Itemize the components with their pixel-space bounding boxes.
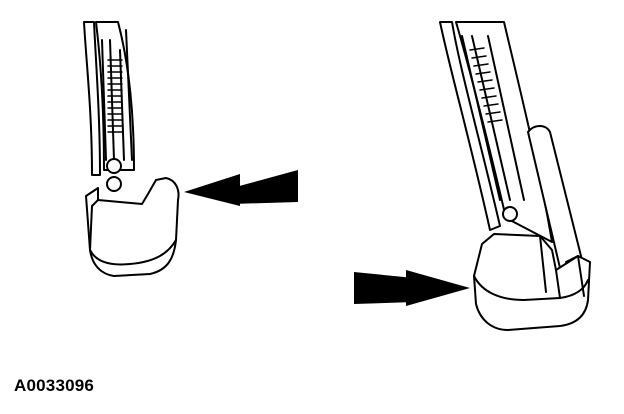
right-spring <box>469 47 503 123</box>
right-view <box>439 21 591 331</box>
right-track-rail <box>439 21 583 269</box>
left-hole-upper <box>106 158 122 174</box>
right-hole <box>502 206 518 222</box>
left-track-rail <box>83 21 135 176</box>
figure-reference-code: A0033096 <box>14 376 95 395</box>
left-hole-lower <box>106 176 122 192</box>
arrow-left-icon <box>184 170 298 206</box>
left-end-cover <box>85 177 180 277</box>
left-view <box>83 21 180 277</box>
arrow-right-icon <box>354 270 470 306</box>
left-spring <box>107 59 123 133</box>
right-end-cover <box>473 233 591 331</box>
